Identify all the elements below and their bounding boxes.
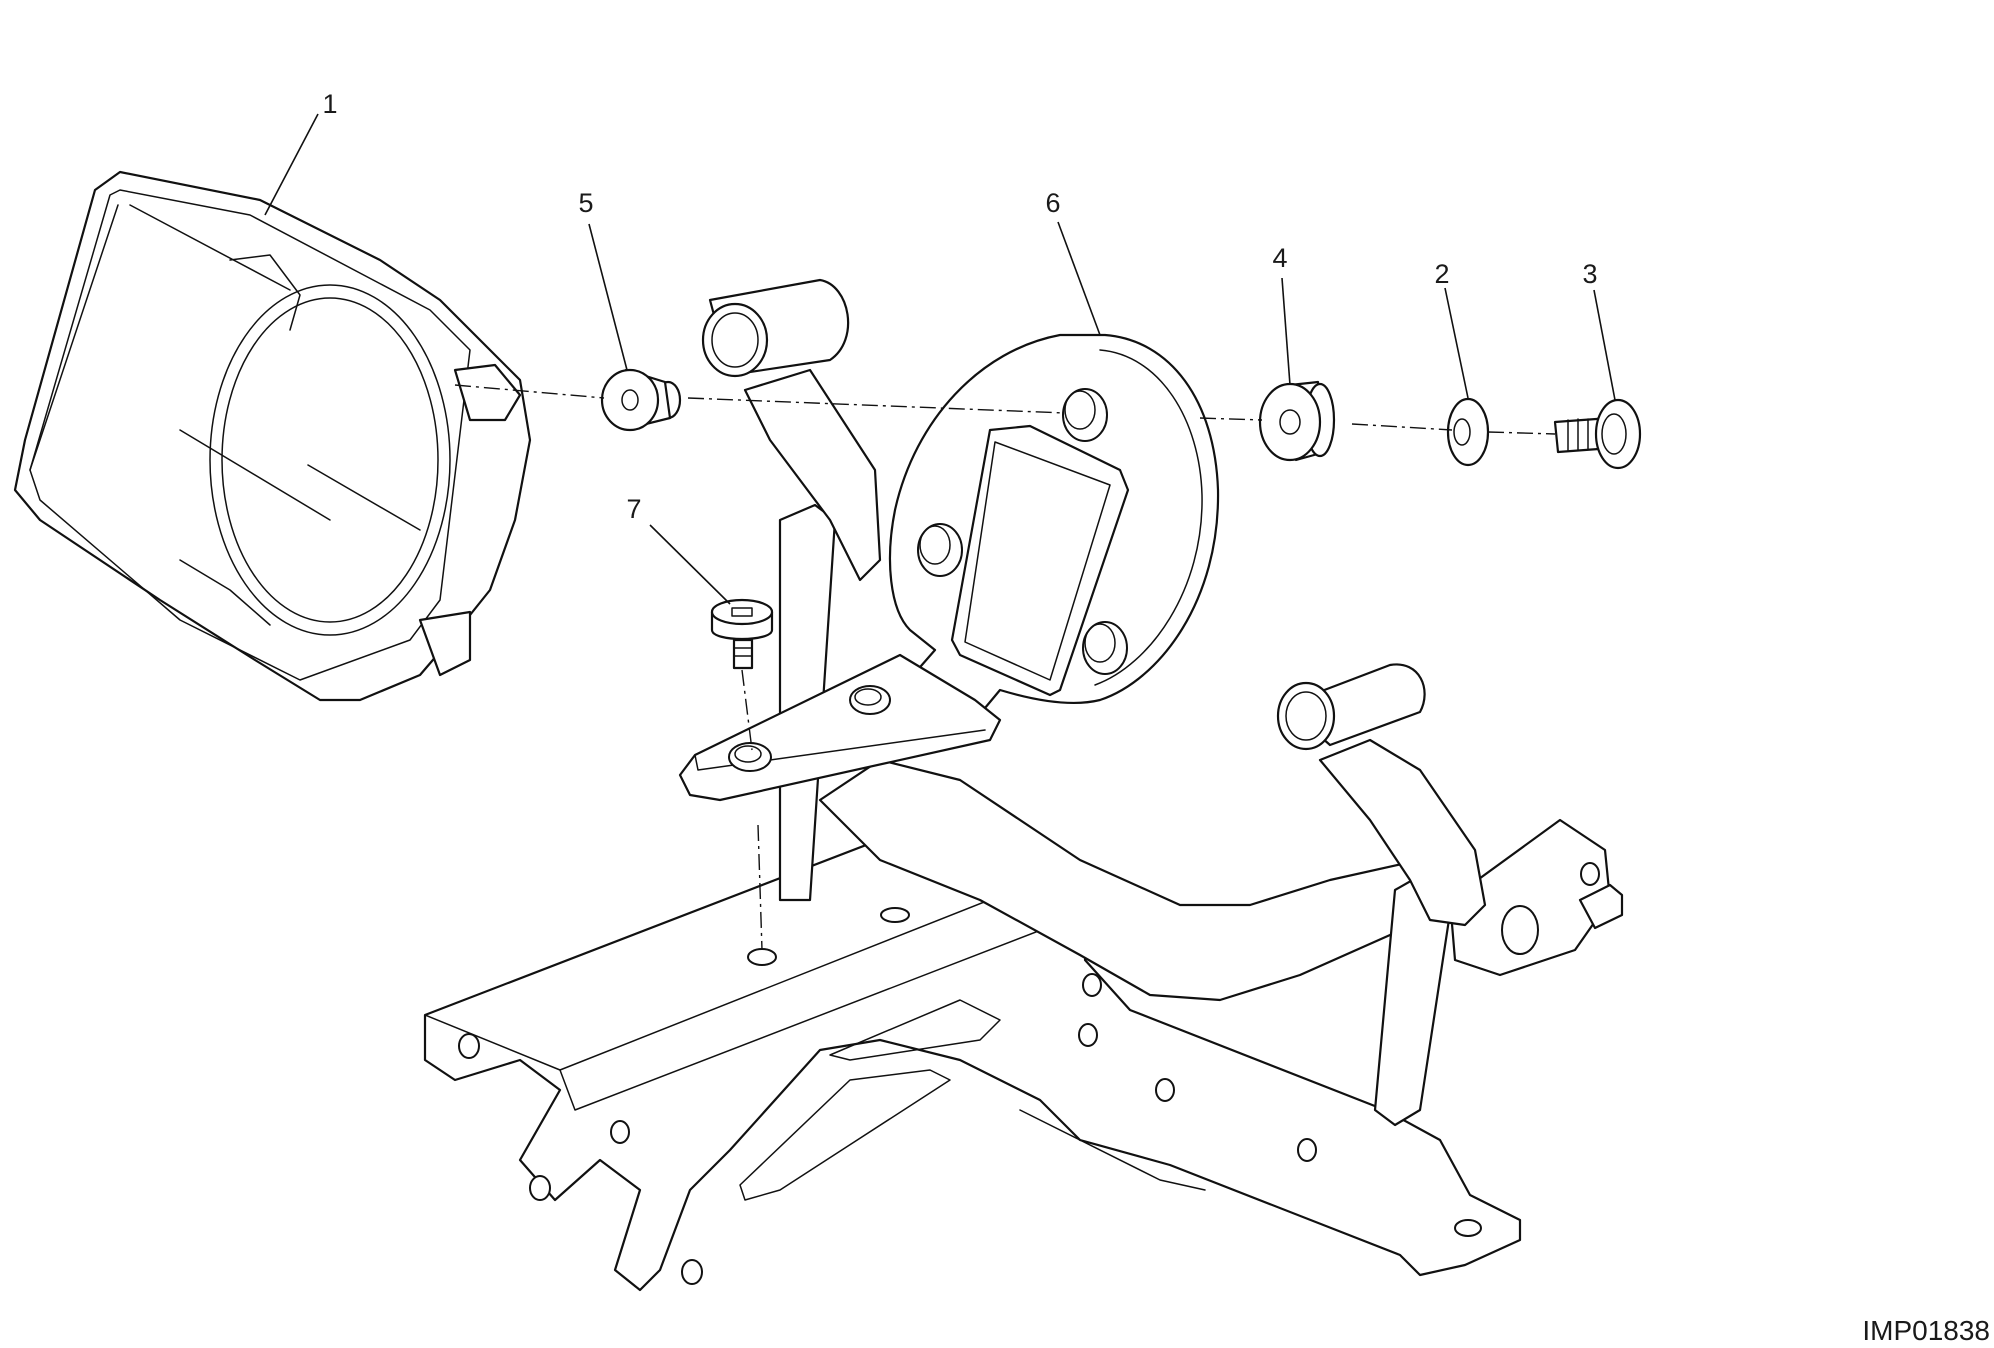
- callout-4: 4: [1272, 243, 1287, 273]
- frame-bracket: [423, 278, 1624, 1292]
- grommet-part-4: [1258, 380, 1336, 462]
- callout-labels: 1 5 6 4 2 3 7: [322, 89, 1597, 524]
- callout-7: 7: [626, 494, 641, 524]
- leader-lines: [264, 113, 1616, 605]
- callout-2: 2: [1434, 259, 1449, 289]
- bolt-part-3: [1553, 398, 1642, 470]
- instrument-panel-part-1: [13, 170, 532, 702]
- mounting-plate-part-6: [678, 333, 1220, 802]
- screw-part-7: [710, 598, 774, 670]
- rubber-spacer-part-5: [600, 368, 682, 432]
- callout-5: 5: [578, 188, 593, 218]
- callout-1: 1: [322, 89, 337, 119]
- callout-6: 6: [1045, 188, 1060, 218]
- washer-part-2: [1446, 397, 1490, 467]
- callout-3: 3: [1582, 259, 1597, 289]
- assembly-axes: [454, 384, 1556, 951]
- drawing-code: IMP01838: [1862, 1315, 1990, 1346]
